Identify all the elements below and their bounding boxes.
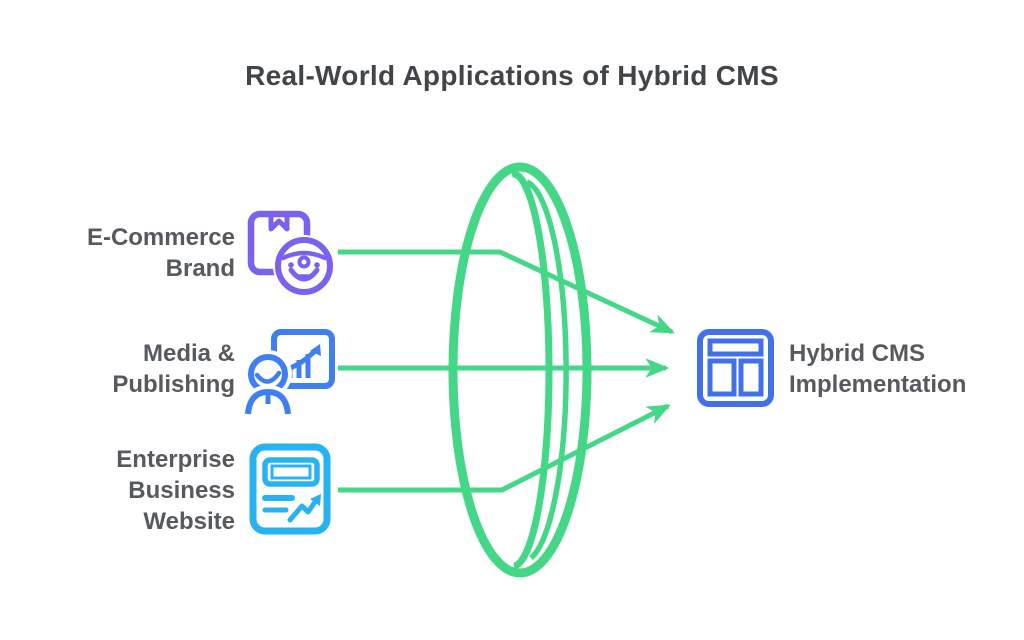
lens-inner-arc [511,170,553,570]
arrow-enterprise-to-cms [338,403,671,493]
label-line: Enterprise [116,446,235,473]
website-layout-icon [697,329,774,407]
diagram-title: Real-World Applications of Hybrid CMS [245,60,779,91]
label-line: Media & [142,340,235,367]
label-line: E-Commerce [86,224,235,251]
label-line: Hybrid CMS [789,340,926,367]
arrow-ecommerce-to-cms [338,249,675,335]
label-media-publishing: Media & Publishing [0,338,235,400]
label-line: Brand [165,255,235,282]
label-line: Website [143,508,235,535]
label-line: Business [128,477,235,504]
label-line: Publishing [112,371,235,398]
label-line: Implementation [789,371,967,398]
label-hybrid-cms-implementation: Hybrid CMS Implementation [789,338,1021,400]
webpage-growth-icon [249,443,331,535]
flow-arrows [338,249,675,493]
package-smiley-face-icon [247,210,335,297]
label-enterprise-business-website: Enterprise Business Website [0,444,235,537]
lens-inner-arc-2 [525,179,569,561]
presenter-chart-icon [241,329,335,415]
label-ecommerce-brand: E-Commerce Brand [0,222,235,284]
